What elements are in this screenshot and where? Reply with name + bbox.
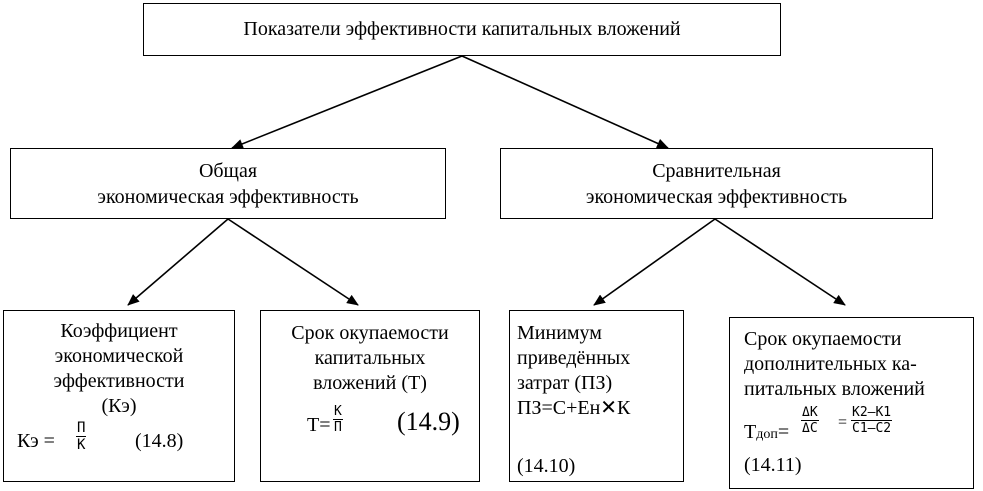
root-title: Показатели эффективности капитальных вло…	[243, 18, 681, 40]
coefficient-fraction: П К	[76, 420, 87, 453]
coefficient-line1: Коэффициент	[60, 320, 178, 342]
additional-payback-equals: =	[838, 414, 848, 431]
general-efficiency-line2: экономическая эффективность	[97, 186, 359, 208]
coefficient-numerator: П	[77, 420, 86, 436]
additional-payback-delta-denominator: ΔС	[801, 420, 819, 436]
coefficient-denominator: К	[76, 436, 87, 453]
coefficient-box: Коэффициент экономической эффективности …	[3, 310, 235, 482]
arrow-general-to-payback	[227, 218, 359, 306]
payback-line2: капитальных	[314, 347, 426, 369]
comparative-efficiency-box: Сравнительная экономическая эффективност…	[500, 148, 933, 219]
minimum-costs-box: Минимум приведённых затрат (ПЗ) ПЗ=С+Ен✕…	[509, 310, 684, 482]
additional-payback-lhs-subscript: доп	[756, 427, 778, 442]
general-efficiency-line1: Общая	[198, 160, 258, 182]
payback-numerator: К	[334, 404, 342, 419]
minimum-costs-formula: ПЗ=С+Ен✕К	[517, 397, 631, 419]
coefficient-line4: (Кэ)	[101, 395, 137, 417]
payback-line1: Срок окупаемости	[291, 322, 449, 344]
additional-payback-equation-number: (14.11)	[744, 454, 802, 476]
minimum-costs-equation-number: (14.10)	[517, 455, 576, 477]
additional-payback-line2: дополнительных ка-	[744, 353, 917, 375]
comparative-efficiency-line2: экономическая эффективность	[585, 186, 848, 208]
general-efficiency-box: Общая экономическая эффективность	[10, 148, 446, 219]
minimum-costs-line2: приведённых	[517, 347, 631, 369]
additional-payback-values-denominator: С1–С2	[851, 420, 893, 436]
payback-box: Срок окупаемости капитальных вложений (Т…	[260, 310, 480, 482]
comparative-efficiency-line1: Сравнительная	[652, 160, 781, 182]
additional-payback-lhs: Тдоп=	[744, 422, 789, 442]
payback-equation-number: (14.9)	[397, 407, 460, 436]
additional-payback-delta-numerator: ΔК	[802, 405, 818, 420]
additional-payback-lhs-equals: =	[777, 421, 790, 443]
payback-fraction: К П	[333, 405, 343, 434]
root-box: Показатели эффективности капитальных вло…	[143, 3, 781, 56]
arrow-comparative-to-minimum	[593, 218, 716, 306]
additional-payback-line1: Срок окупаемости	[744, 328, 902, 350]
additional-payback-fraction-values: К2–К1 С1–С2	[851, 405, 893, 436]
arrow-root-to-comparative	[461, 55, 669, 149]
arrow-comparative-to-additional	[714, 218, 846, 306]
additional-payback-line3: питальных вложений	[744, 378, 925, 400]
payback-denominator: П	[333, 419, 343, 435]
additional-payback-lhs-symbol: Т	[744, 421, 757, 443]
arrow-root-to-general	[231, 55, 463, 149]
additional-payback-values-numerator: К2–К1	[852, 405, 892, 420]
minimum-costs-line1: Минимум	[517, 322, 602, 344]
minimum-costs-line3: затрат (ПЗ)	[517, 372, 613, 394]
coefficient-line2: экономической	[54, 345, 184, 367]
payback-formula-lhs: Т=	[307, 414, 331, 436]
additional-payback-fraction-delta: ΔК ΔС	[801, 406, 819, 435]
coefficient-equation-number: (14.8)	[135, 430, 184, 452]
arrow-general-to-coefficient	[127, 218, 229, 306]
additional-payback-box: Срок окупаемости дополнительных ка- пита…	[729, 317, 974, 489]
payback-line3: вложений (Т)	[313, 372, 427, 394]
coefficient-line3: эффективности	[53, 370, 185, 392]
coefficient-formula-lhs: Кэ =	[17, 430, 55, 452]
